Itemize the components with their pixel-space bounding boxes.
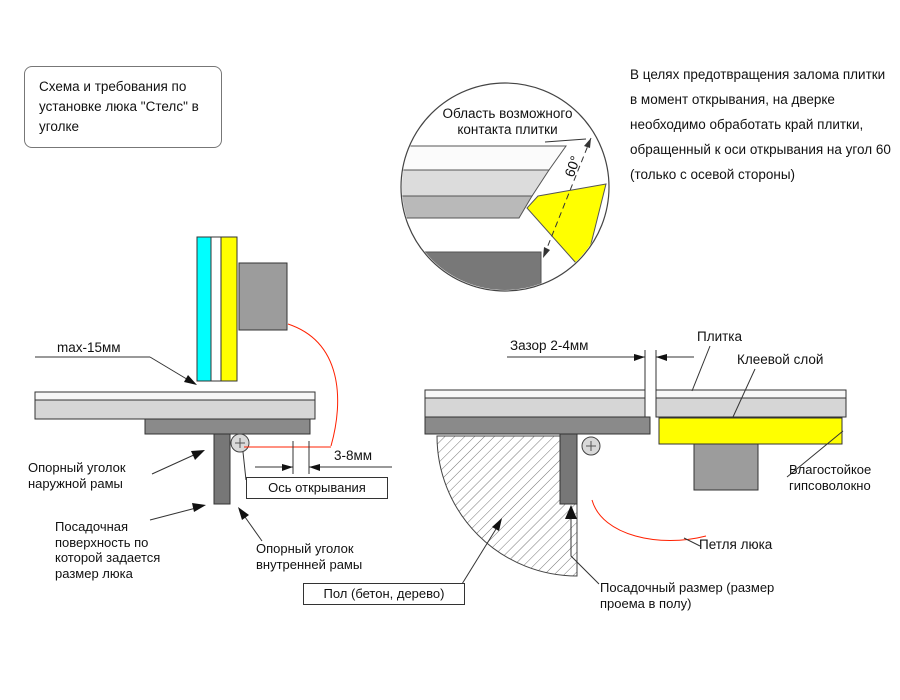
frame-angle-vertical: [559, 433, 578, 505]
gypsum-board: [658, 417, 843, 445]
tile-label-leader: [691, 345, 711, 392]
max-overhang-arrow: [184, 375, 197, 385]
adhesive-strip: [210, 236, 222, 382]
hinge-block: [693, 443, 759, 491]
adhesive-label: Клеевой слой: [737, 352, 824, 367]
gap-2-4-label: Зазор 2-4мм: [510, 338, 589, 353]
gypsum-label-leader: [786, 430, 844, 478]
adhesive-label-leader: [732, 368, 756, 418]
tile-glaze-layer: [402, 145, 567, 171]
floor-hatch-sector: [436, 435, 578, 577]
swing-arc-right: [591, 499, 707, 541]
floor-label-box: Пол (бетон, дерево): [303, 583, 465, 605]
gap-dimension-3-8: [255, 441, 392, 474]
tile-body-layer: [402, 169, 550, 197]
axis-label-box: Ось открывания: [246, 477, 388, 499]
frame-block-detail: [402, 251, 542, 290]
left-section-drawing: [34, 236, 392, 542]
hinge-label-leader: [683, 537, 701, 547]
inner-corner-arrow: [238, 507, 249, 520]
bevel-axis-arrow-top: [584, 138, 591, 148]
outer-frame-angle: [144, 418, 311, 435]
seating-surface-label: Посадочная поверхность по которой задает…: [55, 519, 161, 581]
swing-arc: [287, 323, 339, 447]
right-section-drawing: [424, 345, 847, 585]
gypsum-label: Влагостойкое гипсоволокно: [789, 462, 872, 493]
tile-label: Плитка: [697, 329, 743, 344]
floor-label-arrow: [492, 518, 502, 531]
bevel-axis-arrow-bottom: [543, 247, 550, 258]
bevel-axis-dashed-line: [542, 137, 592, 259]
title-box: Схема и требования по установке люка "Ст…: [24, 66, 222, 148]
adhesive-layer-detail: [402, 195, 533, 219]
gap-3-8-label: 3-8мм: [334, 448, 373, 463]
axis-label-leader: [242, 451, 247, 481]
seating-size-arrow: [565, 505, 577, 519]
detail-label-leader: [544, 138, 587, 143]
seating-surface-arrow: [192, 503, 206, 512]
outer-corner-label: Опорный уголок наружной рамы: [28, 460, 126, 491]
outer-corner-arrow: [191, 450, 205, 460]
inner-corner-label: Опорный уголок внутренней рамы: [256, 541, 363, 572]
bevel-angle-label: 60°: [561, 154, 583, 179]
max-overhang-label: max-15мм: [57, 340, 121, 355]
tile-strip-cyan: [196, 236, 212, 382]
note-text: В целях предотвращения залома плитки в м…: [630, 67, 891, 182]
detail-contact-label: Область возможного контакта плитки: [442, 106, 573, 137]
seating-size-label: Посадочный размер (размер проема в полу): [600, 580, 775, 611]
gypsum-strip: [220, 236, 238, 382]
hinge-label: Петля люка: [699, 537, 773, 552]
frame-angle-horizontal: [424, 416, 651, 435]
door-hinge-block: [238, 262, 288, 331]
inner-frame-angle: [213, 433, 231, 505]
gap-dimension-2-4: [507, 350, 694, 391]
